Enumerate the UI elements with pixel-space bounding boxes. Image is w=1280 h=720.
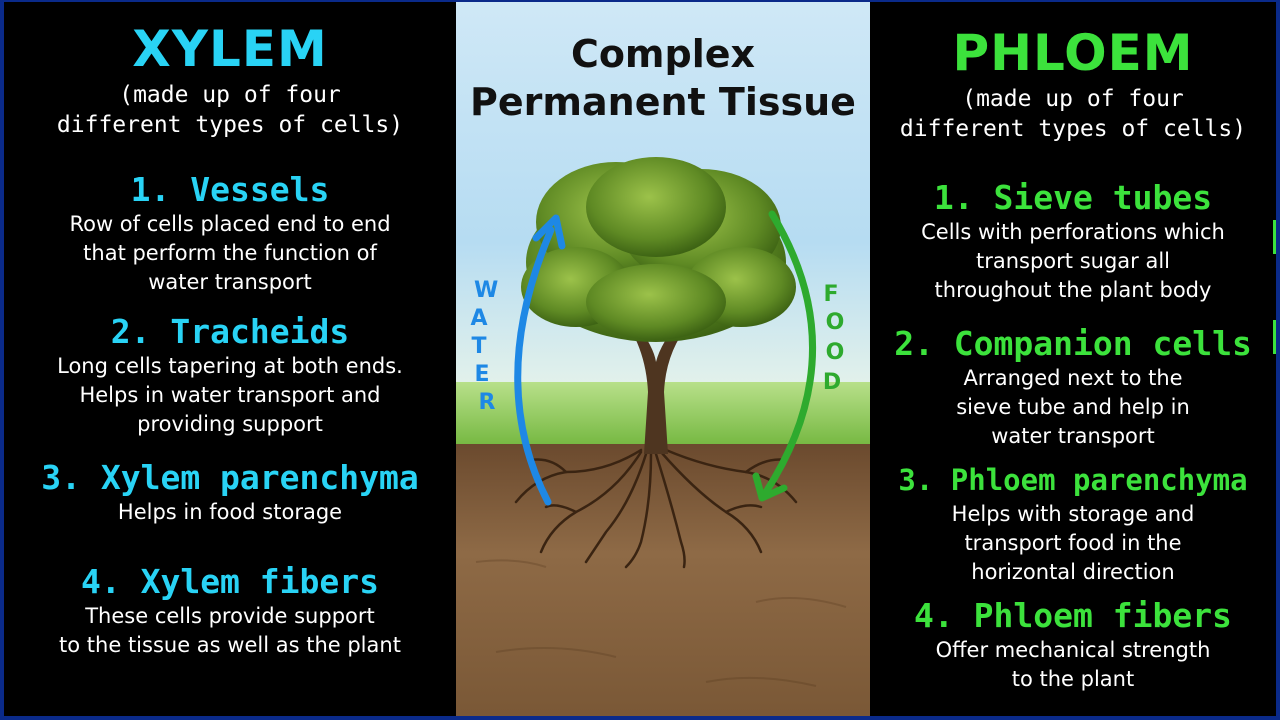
food-letter: F <box>823 282 839 307</box>
trunk <box>626 320 689 454</box>
tree-scene-graphic <box>456 2 870 716</box>
item-heading: 3. Phloem parenchyma <box>898 463 1248 497</box>
tree-illustration: Complex Permanent Tissue W A T E R F O O… <box>456 2 870 716</box>
xylem-item-parenchyma: 3. Xylem parenchyma Helps in food storag… <box>4 458 456 527</box>
water-letter: R <box>478 390 496 415</box>
phloem-item-companion-cells: 2. Companion cells Arranged next to the … <box>870 324 1276 451</box>
food-letter: O <box>825 310 845 335</box>
edge-marker <box>1273 320 1276 354</box>
phloem-title: PHLOEM <box>952 24 1194 82</box>
item-description: Helps in food storage <box>117 500 343 524</box>
phloem-panel: PHLOEM (made up of four different types … <box>870 2 1276 716</box>
canopy <box>521 157 796 342</box>
phloem-item-fibers: 4. Phloem fibers Offer mechanical streng… <box>870 596 1276 694</box>
item-description: These cells provide support to the tissu… <box>59 604 401 657</box>
xylem-item-tracheids: 2. Tracheids Long cells tapering at both… <box>4 312 456 439</box>
food-letter: D <box>822 370 842 395</box>
food-arrow <box>752 210 816 502</box>
item-description: Cells with perforations which transport … <box>921 220 1225 302</box>
xylem-title: XYLEM <box>132 20 328 78</box>
item-description: Row of cells placed end to end that perf… <box>69 212 391 294</box>
item-heading: 2. Companion cells <box>894 324 1252 363</box>
phloem-subtitle: (made up of four different types of cell… <box>899 86 1247 142</box>
item-description: Offer mechanical strength to the plant <box>935 638 1211 691</box>
xylem-item-fibers: 4. Xylem fibers These cells provide supp… <box>4 562 456 660</box>
item-heading: 4. Phloem fibers <box>914 596 1232 635</box>
water-letter: A <box>470 306 488 331</box>
water-arrow <box>514 214 566 506</box>
phloem-item-sieve-tubes: 1. Sieve tubes Cells with perforations w… <box>870 178 1276 305</box>
item-heading: 4. Xylem fibers <box>80 562 379 601</box>
item-description: Long cells tapering at both ends. Helps … <box>57 354 403 436</box>
item-description: Arranged next to the sieve tube and help… <box>956 366 1190 448</box>
item-description: Helps with storage and transport food in… <box>951 502 1195 584</box>
water-letter: E <box>474 362 490 387</box>
item-heading: 3. Xylem parenchyma <box>41 458 419 497</box>
center-title: Complex Permanent Tissue <box>470 32 856 124</box>
xylem-subtitle: (made up of four different types of cell… <box>56 82 404 138</box>
phloem-item-parenchyma: 3. Phloem parenchyma Helps with storage … <box>870 460 1276 587</box>
item-heading: 1. Sieve tubes <box>933 178 1213 217</box>
soil <box>456 444 870 716</box>
food-letter: O <box>825 340 845 365</box>
xylem-item-vessels: 1. Vessels Row of cells placed end to en… <box>4 170 456 297</box>
item-heading: 1. Vessels <box>130 170 330 209</box>
water-letter: T <box>471 334 487 359</box>
xylem-panel: XYLEM (made up of four different types o… <box>4 2 456 716</box>
item-heading: 2. Tracheids <box>110 312 350 351</box>
edge-marker <box>1273 220 1276 254</box>
water-letter: W <box>474 278 499 303</box>
slide: XYLEM (made up of four different types o… <box>4 2 1276 716</box>
